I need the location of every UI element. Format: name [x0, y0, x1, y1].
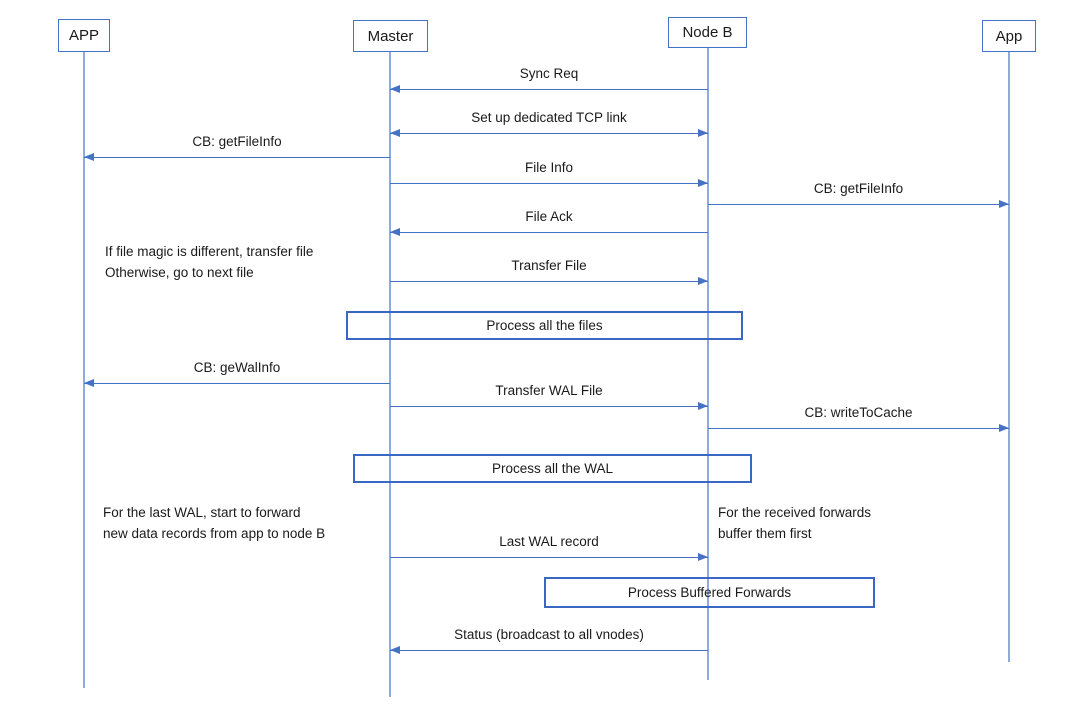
process-box: Process Buffered Forwards: [544, 577, 875, 608]
message-label: CB: writeToCache: [804, 405, 913, 420]
arrowhead-left-icon: [390, 129, 400, 138]
message-label: Status (broadcast to all vnodes): [454, 627, 644, 642]
lifeline-master: [389, 50, 391, 697]
note-last-wal: For the last WAL, start to forward new d…: [103, 505, 326, 541]
lifeline-app-left: [83, 50, 85, 688]
message-label: Transfer WAL File: [495, 383, 603, 398]
arrowhead-left-icon: [390, 85, 400, 94]
lifeline-app-right: [1008, 50, 1010, 662]
arrowhead-right-icon: [698, 553, 708, 562]
message-label: Set up dedicated TCP link: [471, 110, 627, 125]
message-line: [390, 89, 708, 90]
process-box: Process all the WAL: [353, 454, 752, 483]
message-label: Sync Req: [519, 66, 579, 81]
arrowhead-right-icon: [698, 179, 708, 188]
actor-box-master: Master: [353, 20, 428, 52]
message-line: [708, 428, 1009, 429]
message-line: [390, 406, 708, 407]
message-label: File Ack: [525, 209, 573, 224]
message-line: [390, 183, 708, 184]
arrowhead-right-icon: [698, 277, 708, 286]
arrowhead-right-icon: [698, 402, 708, 411]
note-received-forwards: For the received forwards buffer them fi…: [718, 505, 872, 541]
message-label: File Info: [524, 160, 574, 175]
actor-box-node-b: Node B: [668, 17, 747, 48]
message-line: [84, 383, 390, 384]
actor-box-app-right: App: [982, 20, 1036, 52]
note-file-magic: If file magic is different, transfer fil…: [105, 244, 314, 280]
message-line: [390, 133, 708, 134]
message-line: [708, 204, 1009, 205]
message-label: CB: geWalInfo: [193, 360, 281, 375]
message-label: Last WAL record: [499, 534, 599, 549]
arrowhead-left-icon: [84, 379, 94, 388]
arrowhead-left-icon: [84, 153, 94, 162]
arrowhead-left-icon: [390, 646, 400, 655]
message-line: [390, 650, 708, 651]
message-label: CB: getFileInfo: [192, 134, 282, 149]
arrowhead-right-icon: [999, 200, 1009, 209]
message-label: CB: getFileInfo: [813, 181, 904, 196]
arrowhead-left-icon: [390, 228, 400, 237]
arrowhead-right-icon: [999, 424, 1009, 433]
actor-box-app-left: APP: [58, 19, 110, 52]
process-box: Process all the files: [346, 311, 743, 340]
message-label: Transfer File: [511, 258, 587, 273]
message-line: [390, 281, 708, 282]
message-line: [84, 157, 390, 158]
message-line: [390, 232, 708, 233]
lifeline-node-b: [707, 46, 709, 680]
arrowhead-right-icon: [698, 129, 708, 138]
message-line: [390, 557, 708, 558]
